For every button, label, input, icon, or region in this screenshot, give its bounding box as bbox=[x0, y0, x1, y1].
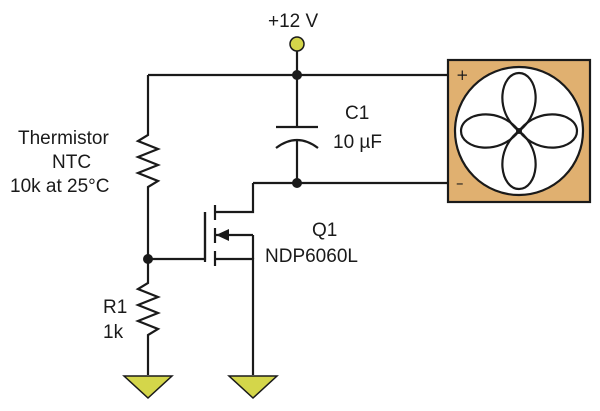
r1-resistor-icon bbox=[135, 259, 161, 375]
supply-terminal-icon bbox=[289, 36, 305, 52]
q1-name: Q1 bbox=[312, 220, 337, 241]
ground-icon bbox=[122, 375, 174, 400]
mosfet-icon bbox=[203, 183, 255, 375]
gate-wire bbox=[148, 212, 207, 261]
junction-drain bbox=[292, 178, 302, 188]
c1-value: 10 µF bbox=[333, 132, 382, 153]
r1-name: R1 bbox=[103, 297, 127, 318]
r1-value: 1k bbox=[103, 322, 124, 343]
thermistor-label-3: 10k at 25°C bbox=[10, 176, 110, 197]
ground-icon bbox=[227, 375, 279, 400]
thermistor-label-2: NTC bbox=[52, 152, 91, 173]
q1-part: NDP6060L bbox=[265, 246, 358, 267]
supply-label: +12 V bbox=[268, 11, 319, 32]
fan-minus-label: – bbox=[456, 174, 464, 192]
fan-plus-label: + bbox=[456, 66, 469, 84]
thermistor-label-1: Thermistor bbox=[18, 128, 109, 149]
thermistor-resistor-icon bbox=[135, 75, 161, 258]
fan-icon bbox=[446, 58, 592, 204]
c1-name: C1 bbox=[345, 103, 369, 124]
